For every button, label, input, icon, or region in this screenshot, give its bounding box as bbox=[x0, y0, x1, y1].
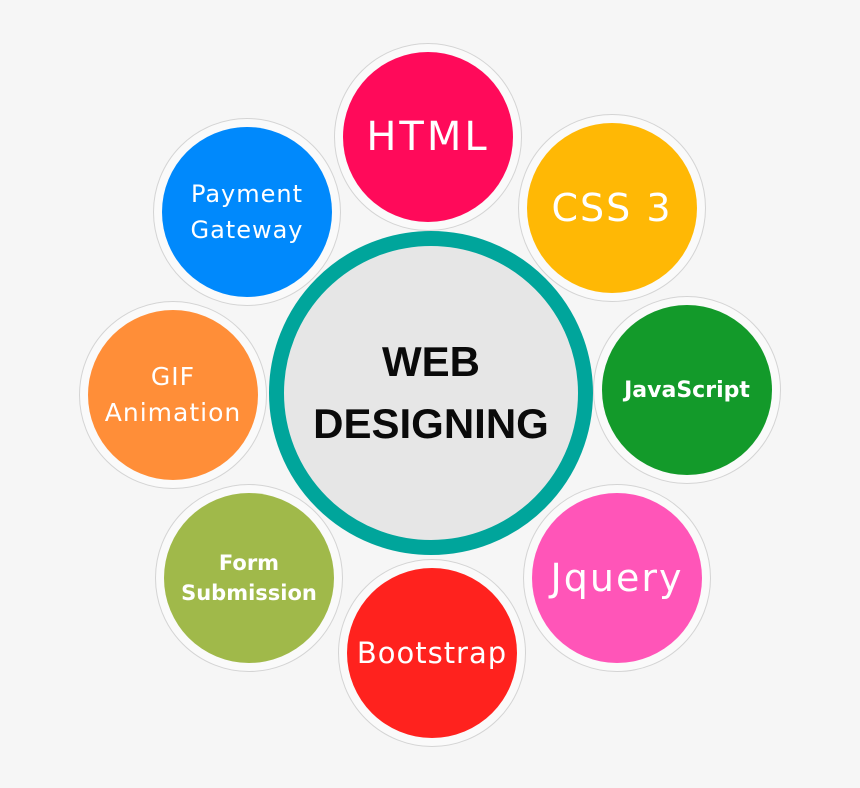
node-html-label: HTML bbox=[366, 114, 490, 160]
node-javascript[interactable]: JavaScript bbox=[602, 305, 772, 475]
node-payment-gateway[interactable]: Payment Gateway bbox=[162, 127, 332, 297]
node-form-submission-label-line1: Form bbox=[218, 551, 280, 575]
node-html[interactable]: HTML bbox=[343, 52, 513, 222]
node-javascript-label: JavaScript bbox=[624, 377, 750, 403]
node-bootstrap-ring: Bootstrap bbox=[338, 559, 526, 747]
node-form-submission-label-line2: Submission bbox=[181, 581, 317, 605]
node-payment-gateway-label-line2: Gateway bbox=[190, 216, 304, 244]
node-payment-gateway-ring: Payment Gateway bbox=[153, 118, 341, 306]
node-gif-animation-label-line2: Animation bbox=[104, 398, 242, 427]
node-gif-animation[interactable]: GIF Animation bbox=[88, 310, 258, 480]
node-jquery[interactable]: Jquery bbox=[532, 493, 702, 663]
center-title-line1: WEB bbox=[382, 338, 480, 385]
center-title-line2: DESIGNING bbox=[313, 400, 549, 447]
node-css3-ring: CSS 3 bbox=[518, 114, 706, 302]
node-form-submission[interactable]: Form Submission bbox=[164, 493, 334, 663]
node-bootstrap[interactable]: Bootstrap bbox=[347, 568, 517, 738]
node-jquery-label: Jquery bbox=[550, 556, 684, 600]
node-javascript-ring: JavaScript bbox=[593, 296, 781, 484]
node-payment-gateway-label-line1: Payment bbox=[190, 180, 304, 208]
node-css3-label: CSS 3 bbox=[551, 186, 673, 230]
node-bootstrap-label: Bootstrap bbox=[356, 636, 508, 670]
node-css3[interactable]: CSS 3 bbox=[527, 123, 697, 293]
center-web-designing[interactable]: WEB DESIGNING bbox=[269, 231, 593, 555]
node-html-ring: HTML bbox=[334, 43, 522, 231]
node-gif-animation-ring: GIF Animation bbox=[79, 301, 267, 489]
node-gif-animation-label-line1: GIF bbox=[150, 362, 196, 391]
node-form-submission-ring: Form Submission bbox=[155, 484, 343, 672]
node-jquery-ring: Jquery bbox=[523, 484, 711, 672]
